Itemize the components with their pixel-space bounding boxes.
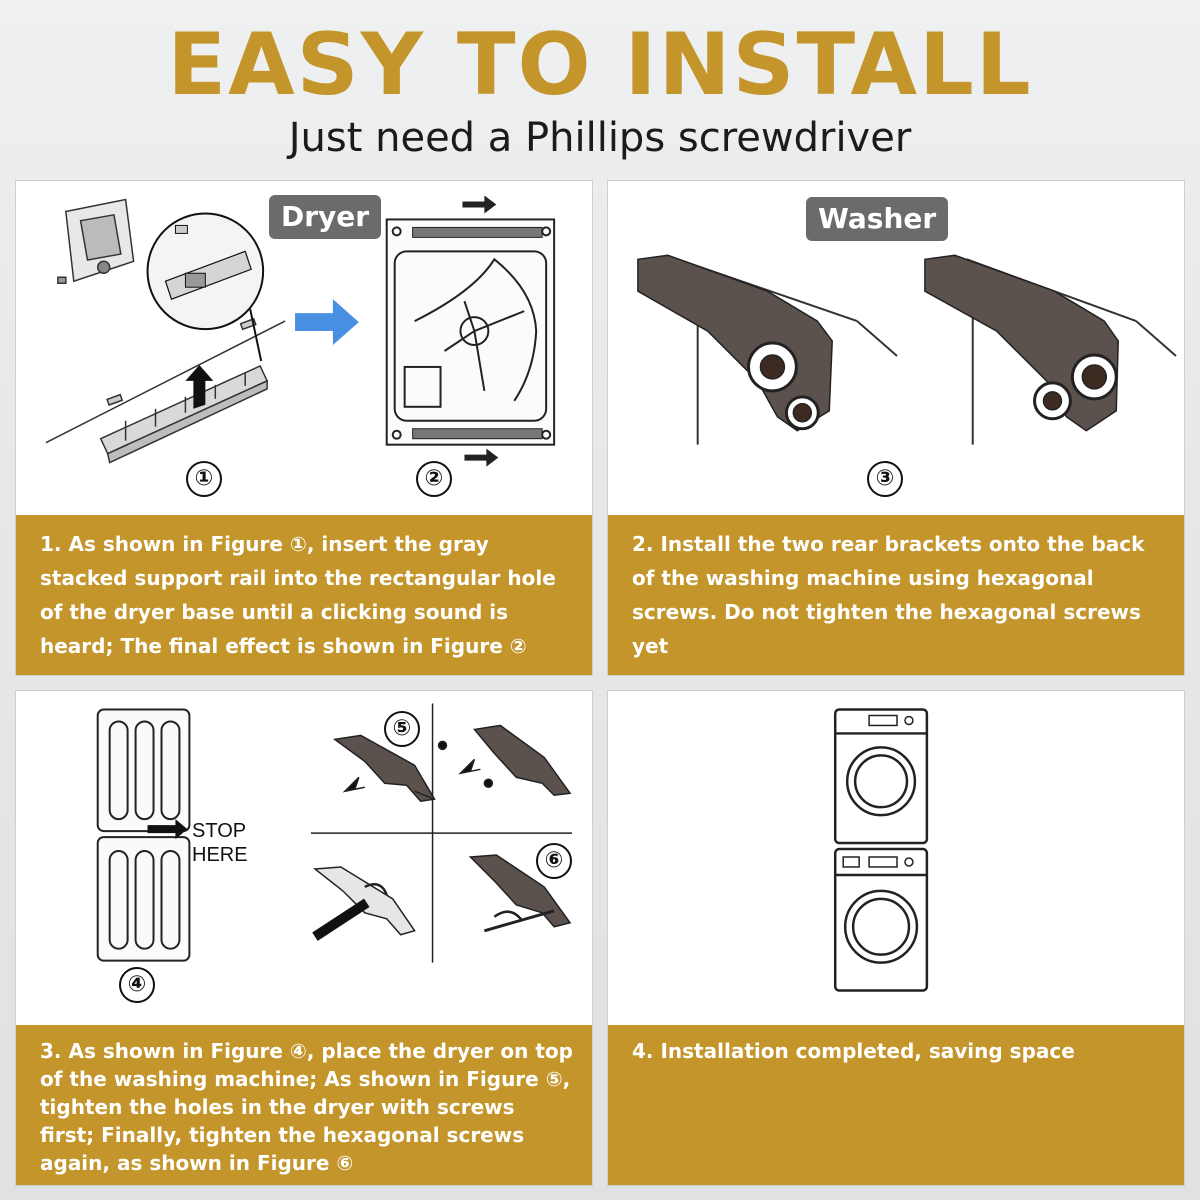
dryer-tag: Dryer	[269, 195, 382, 239]
stop-here-label: STOP HERE	[192, 819, 248, 867]
step-2-caption: 2. Install the two rear brackets onto th…	[608, 515, 1184, 675]
step-3-caption: 3. As shown in Figure ④, place the dryer…	[16, 1025, 592, 1185]
figure-4-label: ④	[119, 967, 155, 1003]
page-subtitle: Just need a Phillips screwdriver	[288, 115, 912, 161]
page-title: EASY TO INSTALL	[167, 15, 1033, 115]
step-1-caption: 1. As shown in Figure ①, insert the gray…	[16, 515, 592, 675]
stop-here-text: STOP HERE	[192, 820, 248, 866]
step-4-caption: 4. Installation completed, saving space	[608, 1025, 1184, 1185]
step-2-illustration	[637, 254, 1177, 445]
figure-5-bracket	[332, 724, 572, 802]
figure-2-label: ②	[416, 461, 452, 497]
step-3-illustration	[96, 703, 573, 963]
stacked-units-sideview	[96, 708, 191, 962]
step-1-panel: Dryer ① ② 1. As shown in Figure ①, inser…	[15, 180, 593, 676]
step-4-panel: 4. Installation completed, saving space	[607, 690, 1185, 1186]
bracket-right	[924, 254, 1119, 432]
blue-arrow-icon	[295, 299, 359, 346]
figure-5-label: ⑤	[384, 711, 420, 747]
dryer-thumbnail	[57, 198, 135, 284]
step-4-illustration	[833, 708, 929, 992]
support-rail	[45, 317, 286, 464]
zoom-detail	[146, 212, 265, 362]
step-1-illustration	[45, 195, 556, 467]
bracket-left	[637, 254, 833, 432]
washer-tag: Washer	[806, 197, 949, 241]
figure-3-label: ③	[867, 461, 903, 497]
step-3-panel: STOP HERE ④ ⑤ ⑥ 3. As shown in Figure ④,…	[15, 690, 593, 1186]
right-arrow-top-icon	[462, 195, 497, 214]
stop-arrow-icon	[147, 819, 188, 840]
stacked-washer-dryer	[833, 708, 929, 992]
right-arrow-bottom-icon	[464, 448, 499, 467]
figure-6-bracket	[312, 854, 572, 941]
figure-6-label: ⑥	[536, 843, 572, 879]
dryer-base-topview	[385, 218, 556, 446]
step-2-panel: Washer ③ 2. Install the two rear bracket…	[607, 180, 1185, 676]
figure-1-label: ①	[186, 461, 222, 497]
